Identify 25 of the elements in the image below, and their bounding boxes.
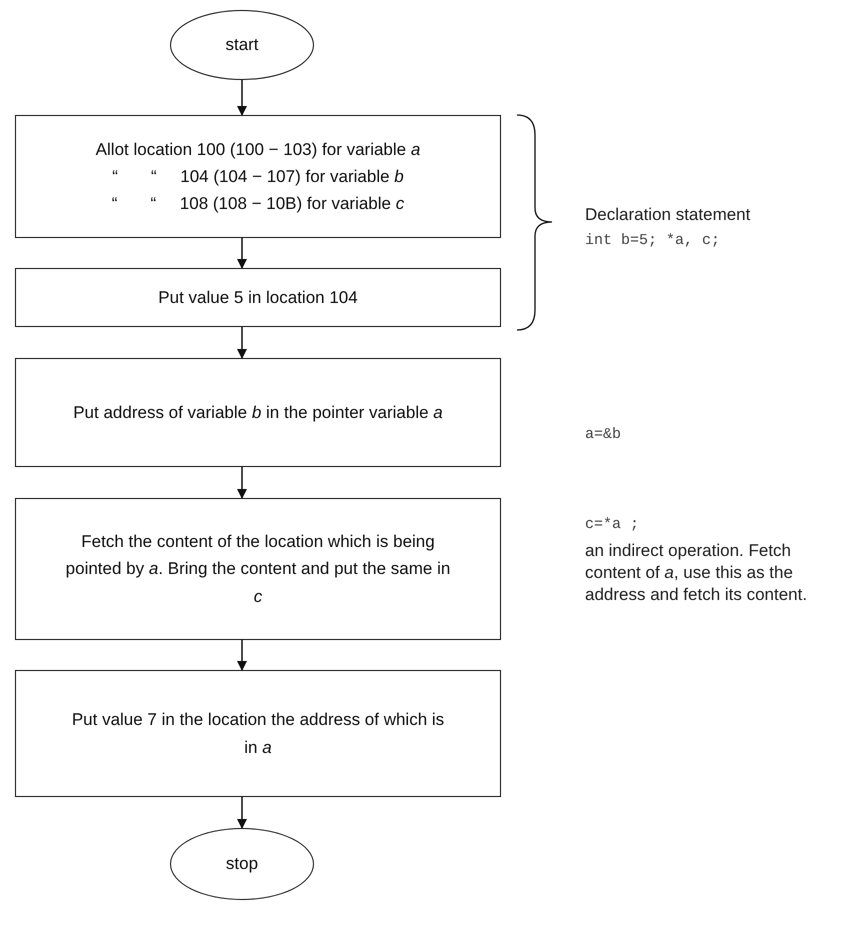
arrow [237, 327, 247, 359]
node-text: Put value 7 in the location the address of which is in a [70, 709, 446, 758]
process-box [15, 498, 501, 640]
node-text: stop [226, 853, 258, 876]
note-text: Declaration statement [585, 204, 752, 226]
node-text: “ “ 108 (108 − 10B) for variable c [112, 193, 404, 216]
code-text: c=*a ; [585, 515, 640, 535]
process-box [15, 268, 501, 327]
node-text: Put value 5 in location 104 [158, 286, 358, 309]
process-box [15, 115, 501, 238]
code-text: int b=5; *a, c; [585, 231, 720, 251]
arrow [237, 640, 247, 671]
node-text: start [225, 34, 259, 56]
arrow [237, 467, 247, 499]
arrow [237, 238, 247, 269]
arrow [237, 80, 247, 116]
node-text: Allot location 100 (100 − 103) for variable a [96, 138, 420, 161]
node-text: Put address of variable b in the pointer variable a [73, 402, 443, 424]
arrow [237, 797, 247, 829]
node-text: “ “ 104 (104 − 107) for variable b [112, 166, 404, 188]
note-text: an indirect operation. Fetch content of a, use this as the address and fetch its content. [585, 540, 808, 606]
node-text: Fetch the content of the location which is being pointed by a. Bring the content and put the same in c [64, 531, 452, 608]
code-text: a=&b [585, 425, 622, 445]
process-box [15, 358, 501, 467]
process-box [15, 670, 501, 797]
